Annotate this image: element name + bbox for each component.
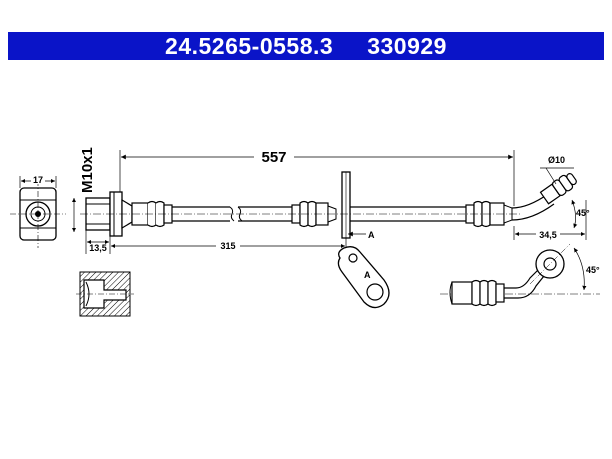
bracket-detail-a: A — [337, 246, 390, 309]
bend-angle-top-label: 45° — [576, 208, 590, 218]
bent-end-plan-view — [440, 243, 600, 307]
total-length-label: 557 — [261, 149, 286, 166]
bend-offset-dimension: 34,5 — [513, 200, 587, 240]
total-length-dimension: 557 — [119, 148, 515, 206]
thread-label: M10x1 — [79, 147, 96, 193]
fitting-section-detail — [76, 271, 134, 317]
hose-side-view — [80, 171, 577, 239]
fitting-length-dimension: 13,5 — [85, 230, 111, 254]
hex-width-label: 17 — [33, 175, 43, 185]
hex-width-dimension: 17 — [19, 175, 57, 188]
bracket-position-label: 315 — [220, 241, 235, 251]
fitting-length-label: 13,5 — [89, 243, 107, 253]
bend-angle-detail-dimension: 45° — [573, 247, 600, 291]
bracket-position-dimension: 315 — [111, 238, 347, 252]
part-number: 24.5265-0558.3 — [165, 32, 334, 59]
section-a-label: A — [368, 230, 375, 240]
section-a-marker: A — [348, 230, 375, 240]
bend-offset-label: 34,5 — [539, 230, 557, 240]
bend-angle-top-dimension: 45° — [571, 199, 590, 229]
hole-diameter-dimension: Ø10 — [540, 155, 574, 185]
thread-dimension: M10x1 — [71, 147, 96, 232]
detail-a-label: A — [364, 270, 371, 280]
title-bar: 24.5265-0558.3 330929 — [8, 32, 604, 60]
bend-angle-detail-label: 45° — [586, 265, 600, 275]
hex-end-view — [10, 180, 66, 248]
hole-diameter-label: Ø10 — [548, 155, 565, 165]
reference-number: 330929 — [367, 32, 447, 59]
